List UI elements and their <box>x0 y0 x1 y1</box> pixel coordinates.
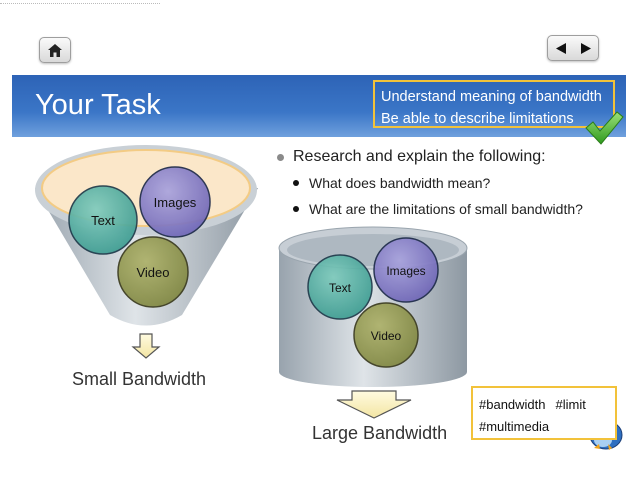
small-text-circle <box>68 185 138 255</box>
left-arrow-icon <box>555 42 566 54</box>
task-main-text: Research and explain the following: <box>293 148 546 165</box>
large-down-arrow-icon <box>336 390 412 419</box>
small-images-label: Images <box>154 195 197 210</box>
small-video-label: Video <box>136 265 169 280</box>
task-sub-bullet-1: What does bandwidth mean? <box>293 172 622 194</box>
hashtag-bandwidth: #bandwidth <box>479 397 546 412</box>
right-arrow-icon <box>580 42 591 54</box>
bullet-dot <box>293 206 299 212</box>
task-sub-text-2: What are the limitations of small bandwi… <box>309 201 583 217</box>
small-bandwidth-caption: Small Bandwidth <box>72 369 207 389</box>
hashtag-line-1: #bandwidth #limit <box>479 394 615 416</box>
task-main-bullet: Research and explain the following: <box>277 146 622 168</box>
page-title: Your Task <box>35 89 161 121</box>
hashtag-multimedia: #multimedia <box>479 419 550 434</box>
hashtag-box: #bandwidth #limit #multimedia <box>471 386 617 440</box>
navigation-arrows <box>547 35 599 61</box>
task-list: Research and explain the following: What… <box>277 146 622 220</box>
small-down-arrow-icon <box>131 333 161 359</box>
title-banner: Your Task Understand meaning of bandwidt… <box>12 75 626 137</box>
large-video-circle <box>353 302 419 368</box>
checkmark-icon <box>585 111 624 145</box>
objectives-box: Understand meaning of bandwidth Be able … <box>373 80 615 128</box>
previous-button[interactable] <box>548 36 573 60</box>
bullet-dot <box>293 180 299 186</box>
home-button[interactable] <box>39 37 71 63</box>
next-button[interactable] <box>573 36 598 60</box>
large-text-label: Text <box>329 281 352 295</box>
small-images-circle <box>139 166 211 238</box>
hashtag-limit: #limit <box>555 397 586 412</box>
task-sub-bullet-2: What are the limitations of small bandwi… <box>293 198 622 220</box>
small-video-circle <box>117 236 189 308</box>
task-sub-text-1: What does bandwidth mean? <box>309 175 491 191</box>
small-text-label: Text <box>91 213 115 228</box>
hashtag-line-2: #multimedia <box>479 416 615 438</box>
objective-1: Understand meaning of bandwidth <box>381 89 602 105</box>
bullet-dot <box>277 153 284 161</box>
large-video-label: Video <box>371 329 402 343</box>
objective-2: Be able to describe limitations <box>381 111 574 127</box>
large-images-label: Images <box>386 264 425 278</box>
top-divider <box>0 0 160 4</box>
large-bandwidth-caption: Large Bandwidth <box>312 423 448 443</box>
large-text-circle <box>307 254 373 320</box>
home-icon <box>48 43 62 57</box>
large-images-circle <box>373 237 439 303</box>
